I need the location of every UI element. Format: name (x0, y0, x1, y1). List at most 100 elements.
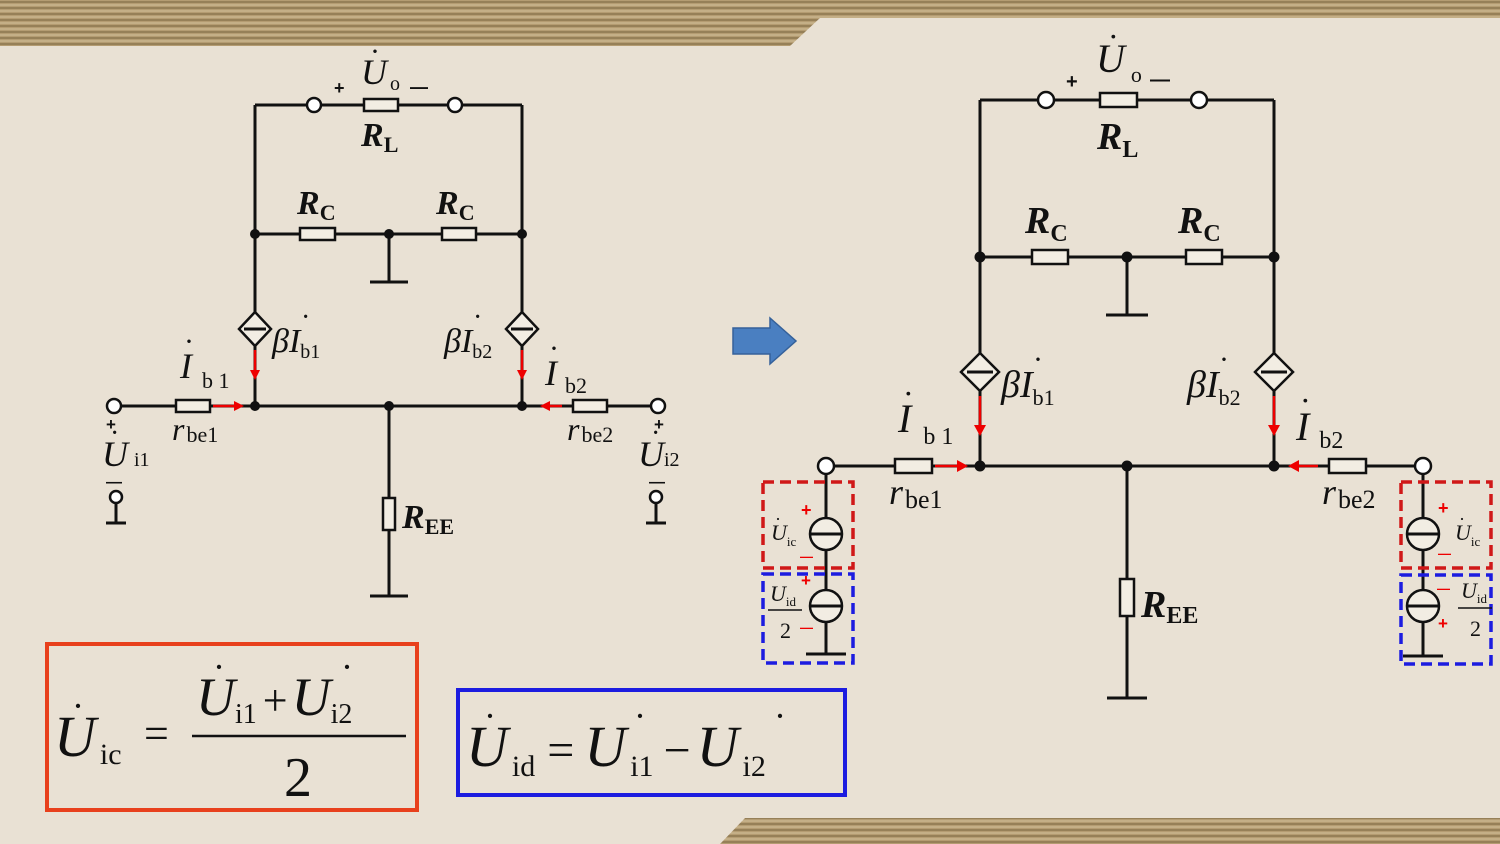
left-common-mode-source (808, 516, 844, 552)
svg-text:·: · (549, 332, 559, 365)
src2-current-arrow (517, 370, 527, 380)
ui2-ground-terminal (648, 489, 664, 505)
input-terminal-2 (1413, 456, 1433, 476)
rc2-resistor (1184, 248, 1224, 266)
uo-terminal-minus (446, 96, 464, 114)
svg-text:·: · (774, 696, 786, 736)
svg-text:·: · (1033, 343, 1043, 376)
ui1-terminal (105, 397, 123, 415)
right-common-mode-box (1399, 480, 1493, 570)
dependent-source-2 (504, 310, 540, 348)
rl-label: RL (360, 117, 398, 157)
uo-plus-sign: + (1066, 71, 1078, 93)
src1-current-arrow (250, 370, 260, 380)
svg-text:·: · (184, 325, 194, 358)
rbe1-label: rbe1 (889, 472, 943, 514)
right-diff-minus: — (1437, 581, 1450, 596)
dependent-source-2 (1253, 351, 1295, 393)
rl-label: RL (1096, 116, 1138, 163)
right-common-plus: + (1438, 498, 1449, 518)
uo-terminal-minus (1189, 90, 1209, 110)
right-diff-plus: + (1438, 614, 1448, 633)
uo-dot: · (370, 35, 380, 68)
svg-text:·: · (110, 418, 119, 449)
uo-terminal-plus (1036, 90, 1056, 110)
right-diff-den: 2 (1470, 616, 1481, 641)
rbe2-resistor (571, 398, 609, 414)
uo-minus-sign: — (410, 77, 428, 97)
dependent-source-1 (237, 310, 273, 348)
ui1-plus-sign: + (106, 415, 116, 434)
src1-label: βIb1 (1000, 364, 1055, 410)
svg-text:·: · (651, 418, 660, 449)
bottom-border-band (720, 818, 1500, 844)
ree-label: REE (1140, 584, 1198, 629)
rl-resistor (1098, 91, 1139, 109)
rc2-label: RC (435, 185, 475, 225)
rbe1-label: rbe1 (172, 411, 218, 447)
rc2-label: RC (1177, 200, 1221, 247)
right-diff-mode-source (1405, 588, 1441, 624)
left-diff-label: Uid (770, 581, 797, 609)
svg-text:·: · (903, 375, 914, 411)
rc1-label: RC (1024, 200, 1068, 247)
left-common-mode-box (761, 480, 855, 570)
rbe1-resistor (893, 457, 934, 475)
svg-text:·: · (1108, 18, 1119, 54)
ib2-arrow (540, 401, 550, 411)
left-diff-minus: — (800, 620, 813, 635)
ui2-terminal (649, 397, 667, 415)
left-diff-plus: + (801, 571, 811, 590)
left-common-minus: — (800, 549, 813, 564)
rbe2-label: rbe2 (1322, 472, 1376, 514)
right-diff-mode-box (1399, 573, 1493, 666)
ree-resistor (1118, 577, 1136, 618)
uo-minus-sign: — (1150, 69, 1170, 91)
eq-common-numerator: Ui1+Ui2 (196, 667, 352, 730)
src1-current-arrow (974, 425, 986, 436)
rl-resistor (362, 97, 400, 113)
ib1-arrow (234, 401, 244, 411)
rbe2-resistor (1327, 457, 1368, 475)
rc1-resistor (298, 226, 337, 242)
transform-arrow (732, 316, 798, 366)
svg-text:·: · (1219, 343, 1229, 376)
rc1-resistor (1030, 248, 1070, 266)
top-border-band (0, 0, 1500, 46)
src2-current-arrow (1268, 425, 1280, 436)
ui2-minus-sign: — (649, 474, 665, 491)
dependent-source-1 (959, 351, 1001, 393)
input-terminal-1 (816, 456, 836, 476)
left-diff-mode-box (761, 572, 855, 665)
rbe1-resistor (174, 398, 212, 414)
ui2-label: Ui2 (638, 434, 680, 474)
ui2-plus-sign: + (654, 415, 664, 434)
rc2-resistor (440, 226, 478, 242)
ui1-minus-sign: — (106, 474, 122, 491)
rbe2-label: rbe2 (567, 411, 613, 447)
src2-label: βIb2 (443, 323, 492, 363)
ib1-arrow (957, 460, 968, 472)
src1-label: βIb1 (271, 323, 320, 363)
uo-terminal-plus (305, 96, 323, 114)
svg-text:·: · (775, 509, 781, 529)
ib2-arrow (1288, 460, 1299, 472)
right-common-mode-source (1405, 516, 1441, 552)
left-common-plus: + (801, 500, 812, 520)
right-common-label: Uic (1455, 520, 1481, 549)
ui1-ground-terminal (108, 489, 124, 505)
